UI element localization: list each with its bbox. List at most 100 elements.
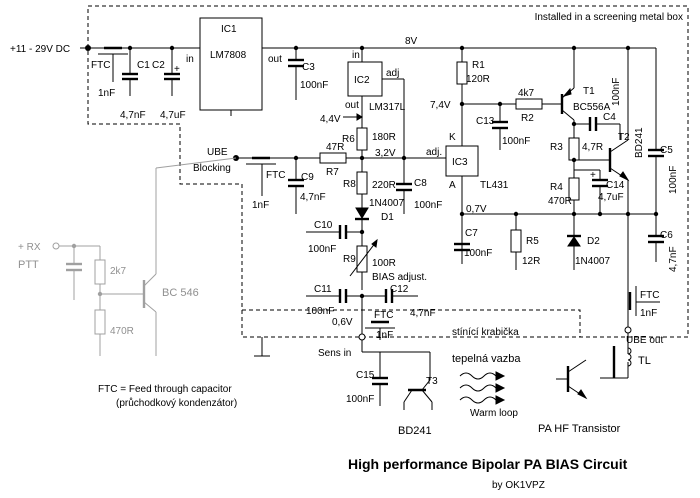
svg-text:C4: C4 [603,112,616,123]
ube-out-label: UBE out [626,335,663,346]
svg-text:1nF: 1nF [252,200,269,211]
svg-text:BC 546: BC 546 [162,287,199,299]
capacitor-c10: C10 100nF [306,220,365,255]
diagram-author: by OK1VPZ [492,480,545,491]
svg-text:BIAS adjust.: BIAS adjust. [372,272,427,283]
supply-voltage-label: +11 - 29V DC [10,44,70,55]
svg-text:4,7nF: 4,7nF [668,246,679,272]
resistor-r2: 4k7 R2 [462,88,562,124]
svg-text:4,7nF: 4,7nF [120,110,146,121]
ic2-lm317l: in IC2 adj out LM317L 4,4V [320,48,406,158]
resistor-r7: 47R R7 [319,142,347,178]
svg-text:4,4V: 4,4V [320,114,341,125]
svg-text:100nF: 100nF [502,136,530,147]
svg-text:C14: C14 [606,180,625,191]
capacitor-c14: + C14 4,7uF [574,169,625,214]
svg-text:D2: D2 [587,236,600,247]
svg-text:FTC: FTC [91,60,110,71]
diagram-title: High performance Bipolar PA BIAS Circuit [348,456,628,472]
svg-text:100R: 100R [372,258,396,269]
svg-text:120R: 120R [466,74,490,85]
transistor-t2: T2 BD241 [608,48,645,214]
svg-text:1nF: 1nF [640,308,657,319]
svg-text:100nF: 100nF [306,306,334,317]
svg-text:3,2V: 3,2V [375,148,396,159]
screening-box-label: Installed in a screening metal box [535,12,683,23]
svg-text:R1: R1 [472,60,485,71]
svg-text:8V: 8V [405,36,418,47]
svg-text:4,7R: 4,7R [582,142,603,153]
svg-text:180R: 180R [372,132,396,143]
svg-text:4,7nF: 4,7nF [300,192,326,203]
resistor-r1: R1 120R [456,48,490,106]
svg-text:100nF: 100nF [300,80,328,91]
svg-text:220R: 220R [372,180,396,191]
svg-text:LM7808: LM7808 [210,50,247,61]
ftc-note-cz: (průchodkový kondenzátor) [116,397,237,409]
capacitor-c3: C3 100nF [288,48,328,100]
inductor-tl: TL [600,346,651,379]
capacitor-c5: C5 100nF [648,48,679,214]
ube-output: FTC 1nF UBE out [624,214,663,354]
svg-text:C7: C7 [465,228,478,239]
diode-d2: D2 1N4007 [567,214,610,270]
svg-text:TL: TL [638,355,651,367]
capacitor-c15: C15 100nF [346,351,430,406]
ground-symbols [254,337,270,357]
svg-text:R2: R2 [521,113,534,124]
capacitor-c12: C12 4,7nF [362,284,436,319]
svg-text:R4: R4 [550,182,563,193]
svg-text:adj.: adj. [426,147,442,158]
svg-text:tepelná vazba: tepelná vazba [452,353,521,365]
svg-text:C2: C2 [152,60,165,71]
thermal-coupling: tepelná vazba Warm loop [452,353,521,419]
svg-text:C11: C11 [314,284,332,295]
svg-text:C13: C13 [476,116,495,127]
svg-text:100nF: 100nF [668,166,679,194]
svg-text:R6: R6 [342,134,355,145]
svg-text:out: out [268,54,282,65]
svg-text:4k7: 4k7 [518,88,535,99]
svg-text:K: K [449,132,456,143]
resistor-r5: R5 12R [510,214,540,270]
pa-hf-transistor: PA HF Transistor [538,359,621,435]
svg-text:R7: R7 [326,167,339,178]
svg-text:LM317L: LM317L [369,102,406,113]
svg-text:BC556A: BC556A [573,102,611,113]
svg-text:C12: C12 [390,284,409,295]
capacitor-c4: C4 [571,112,621,140]
svg-text:7,4V: 7,4V [430,100,451,111]
svg-text:BD241: BD241 [634,127,645,158]
svg-text:2k7: 2k7 [110,266,127,277]
potentiometer-r9: R9 100R BIAS adjust. [343,238,427,283]
svg-text:TL431: TL431 [480,180,509,191]
svg-text:+: + [174,64,180,75]
svg-text:IC3: IC3 [452,157,468,168]
svg-text:C5: C5 [660,145,673,156]
svg-text:100nF: 100nF [464,248,492,259]
svg-text:100nF: 100nF [414,200,442,211]
svg-text:4,7uF: 4,7uF [598,192,624,203]
svg-text:12R: 12R [522,256,540,267]
svg-text:1N4007: 1N4007 [369,198,404,209]
svg-text:R8: R8 [343,179,356,190]
svg-text:100nF: 100nF [346,394,374,405]
svg-text:470R: 470R [110,326,134,337]
svg-text:4,7nF: 4,7nF [410,308,436,319]
svg-text:1nF: 1nF [376,330,393,341]
svg-text:FTC: FTC [266,170,285,181]
svg-text:out: out [345,100,359,111]
capacitor-c9: C9 4,7nF [288,158,326,214]
blocking-label: Blocking [193,163,231,174]
svg-text:R5: R5 [526,236,539,247]
svg-text:100nF: 100nF [308,244,336,255]
svg-text:+: + [590,170,596,181]
resistor-r4: R4 470R [548,177,580,214]
svg-text:470R: 470R [548,196,572,207]
svg-text:47R: 47R [326,142,344,153]
capacitor-c2: C2 + 4,7uF [152,45,186,121]
svg-text:C8: C8 [414,178,427,189]
supply-input: +11 - 29V DC [10,44,200,55]
svg-text:FTC: FTC [374,310,393,321]
